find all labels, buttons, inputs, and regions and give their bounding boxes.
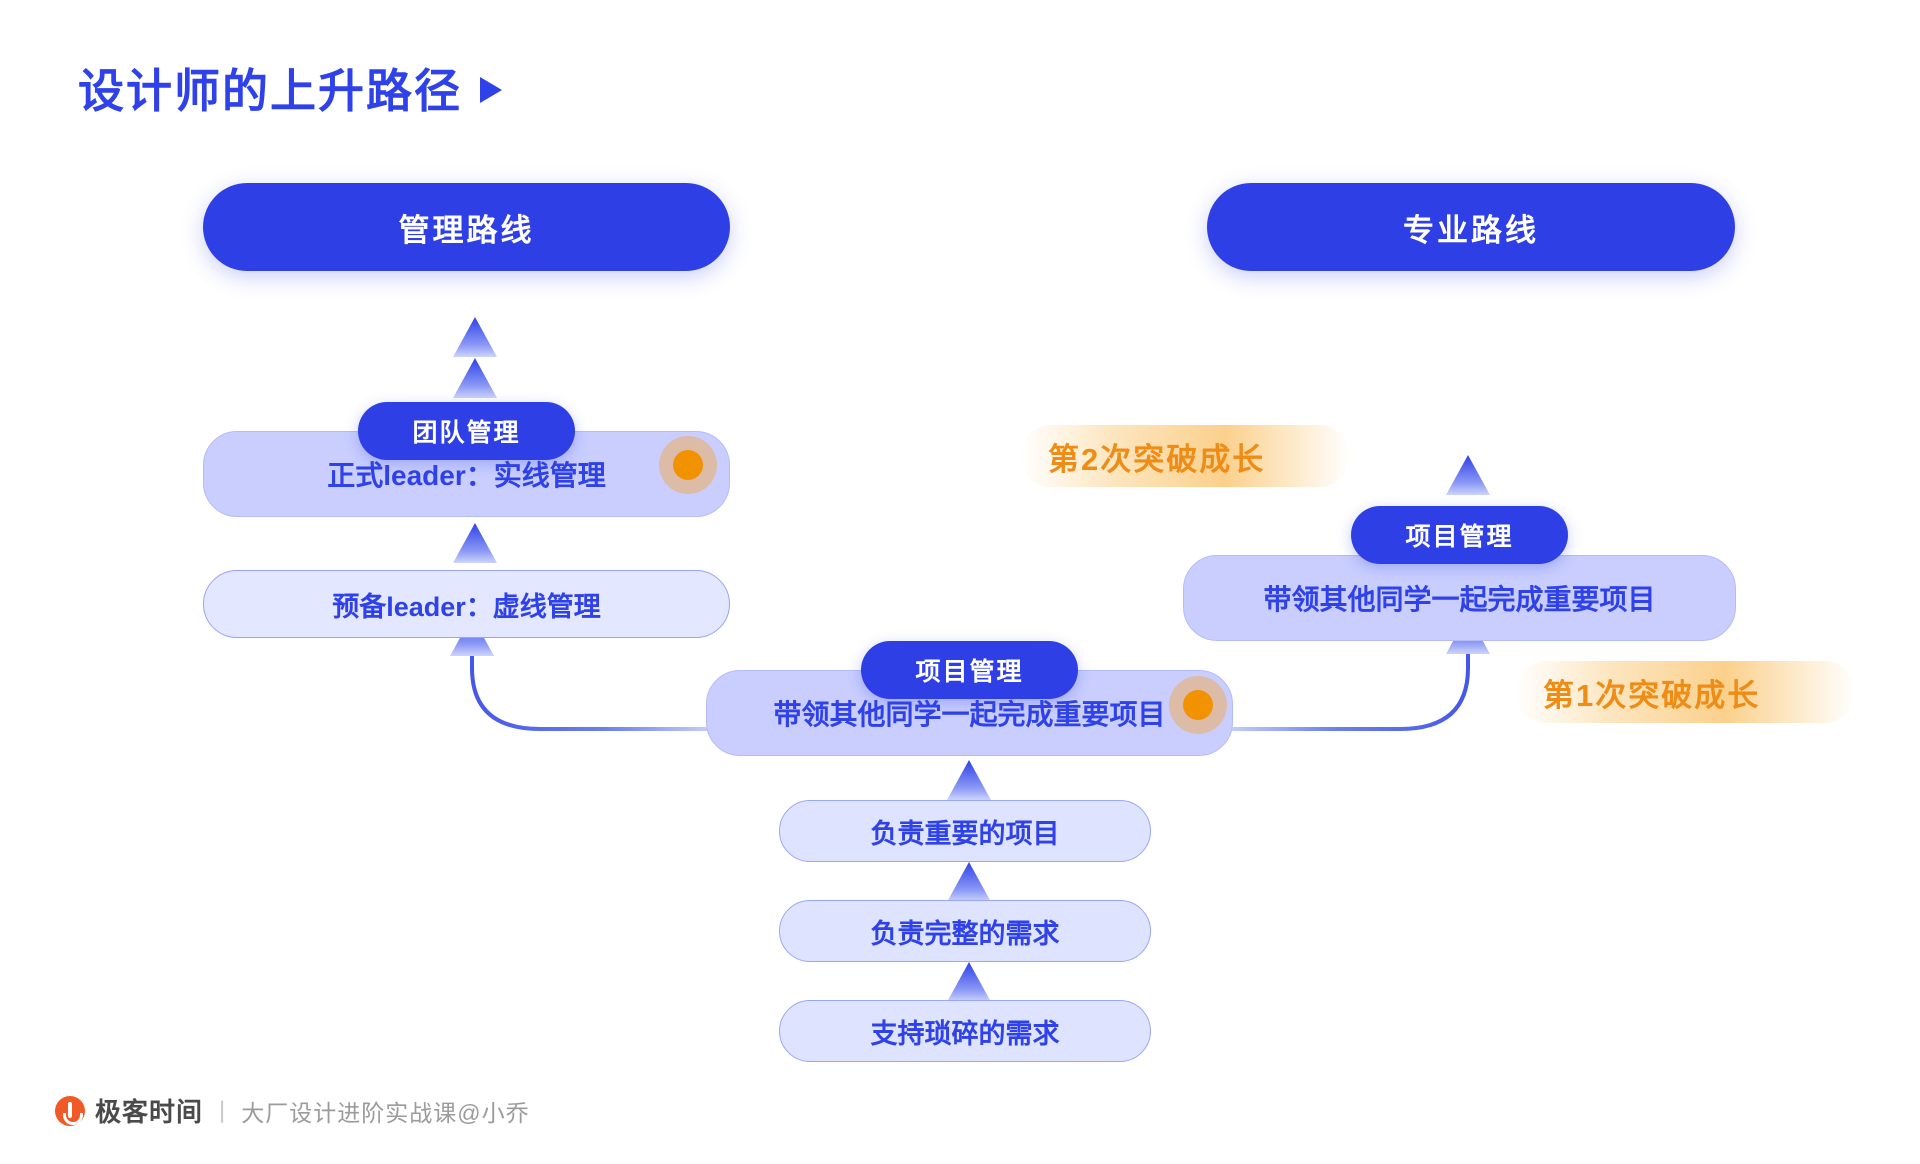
node-center-project-label: 带领其他同学一起完成重要项目 [773, 699, 1166, 730]
annotation-breakthrough-1: 第1次突破成长 [1515, 661, 1855, 723]
node-trivial-demand[interactable]: 支持琐碎的需求 [779, 1000, 1151, 1062]
badge-team-management[interactable]: 团队管理 [358, 402, 575, 460]
node-prep-leader[interactable]: 预备leader：虚线管理 [203, 570, 730, 638]
badge-team-management-label: 团队管理 [412, 419, 521, 447]
play-triangle-icon [480, 77, 502, 103]
track-header-management-label: 管理路线 [398, 212, 535, 248]
node-prep-leader-label: 预备leader：虚线管理 [332, 591, 601, 622]
annotation-breakthrough-2: 第2次突破成长 [1020, 425, 1350, 487]
node-right-project-label: 带领其他同学一起完成重要项目 [1263, 584, 1656, 615]
milestone-dot-1-core [1183, 690, 1213, 720]
badge-right-project-management[interactable]: 项目管理 [1351, 506, 1568, 564]
milestone-dot-2[interactable] [659, 436, 717, 494]
up-arrow-project-to-center-pm [947, 760, 991, 800]
footer-brand: 极客时间 [95, 1097, 204, 1127]
up-arrow-management-top-1 [453, 317, 497, 357]
annotation-breakthrough-2-label: 第2次突破成长 [1048, 441, 1266, 477]
track-header-professional-label: 专业路线 [1403, 212, 1539, 248]
node-full-demand-label: 负责完整的需求 [870, 918, 1060, 949]
curve-center-to-management [470, 652, 720, 731]
node-trivial-demand-label: 支持琐碎的需求 [870, 1018, 1060, 1049]
footer-subtitle: 大厂设计进阶实战课@小乔 [241, 1099, 530, 1126]
node-important-project[interactable]: 负责重要的项目 [779, 800, 1151, 862]
page-title: 设计师的上升路径 [78, 55, 502, 121]
badge-center-project-management-label: 项目管理 [915, 658, 1024, 686]
node-center-project-management[interactable]: 带领其他同学一起完成重要项目 [706, 670, 1233, 756]
milestone-dot-1[interactable] [1169, 676, 1227, 734]
page-title-text: 设计师的上升路径 [78, 65, 462, 117]
badge-center-project-management[interactable]: 项目管理 [861, 641, 1078, 699]
up-arrow-trivial-to-full [947, 962, 991, 1002]
up-arrow-demand-to-project [947, 862, 991, 902]
node-formal-leader-label: 正式leader：实线管理 [327, 460, 606, 491]
curve-center-to-professional [1220, 650, 1470, 731]
milestone-dot-2-core [673, 450, 703, 480]
footer: 极客时间 | 大厂设计进阶实战课@小乔 [55, 1092, 530, 1129]
badge-right-project-management-label: 项目管理 [1405, 523, 1514, 551]
footer-divider: | [219, 1096, 226, 1124]
geekbang-logo-icon [55, 1095, 85, 1126]
track-header-management[interactable]: 管理路线 [203, 183, 730, 271]
up-arrow-professional-top [1446, 455, 1490, 495]
track-header-professional[interactable]: 专业路线 [1207, 183, 1735, 271]
annotation-breakthrough-1-label: 第1次突破成长 [1543, 677, 1761, 713]
up-arrow-prep-to-formal [453, 523, 497, 563]
node-important-project-label: 负责重要的项目 [870, 818, 1060, 849]
node-right-project-management[interactable]: 带领其他同学一起完成重要项目 [1183, 555, 1736, 641]
node-full-demand[interactable]: 负责完整的需求 [779, 900, 1151, 962]
up-arrow-management-top-2 [453, 358, 497, 398]
